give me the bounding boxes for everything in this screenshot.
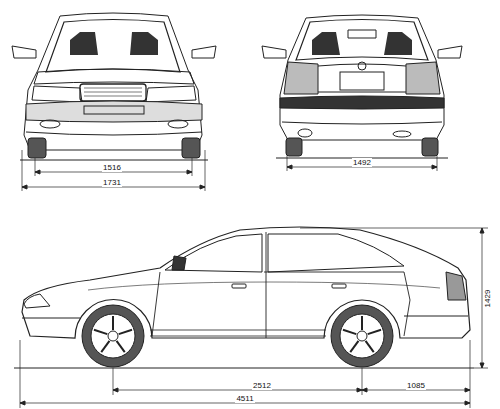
- dimension-label: 1492: [352, 158, 372, 167]
- wheel-spoke: [112, 316, 114, 330]
- wheel-spoke: [343, 330, 356, 334]
- wheel-spoke: [350, 341, 358, 352]
- wheel-spoke: [368, 330, 381, 334]
- wheel-spoke: [366, 341, 374, 352]
- dimension-label: 2512: [252, 381, 272, 390]
- wheel-spoke: [361, 316, 363, 330]
- wheel-spoke: [101, 341, 109, 352]
- side-view: [14, 227, 488, 408]
- dimension-label: 1731: [102, 178, 122, 187]
- wheel-spoke: [117, 341, 125, 352]
- rear-view: [262, 15, 462, 171]
- dimension-label: 1429: [483, 288, 492, 308]
- front-view: [12, 13, 216, 191]
- wheel-spoke: [94, 330, 107, 334]
- dimension-label: 4511: [235, 394, 254, 403]
- dimension-label: 1516: [102, 163, 122, 172]
- dimension-label: 1085: [406, 381, 426, 390]
- wheel-spoke: [119, 330, 132, 334]
